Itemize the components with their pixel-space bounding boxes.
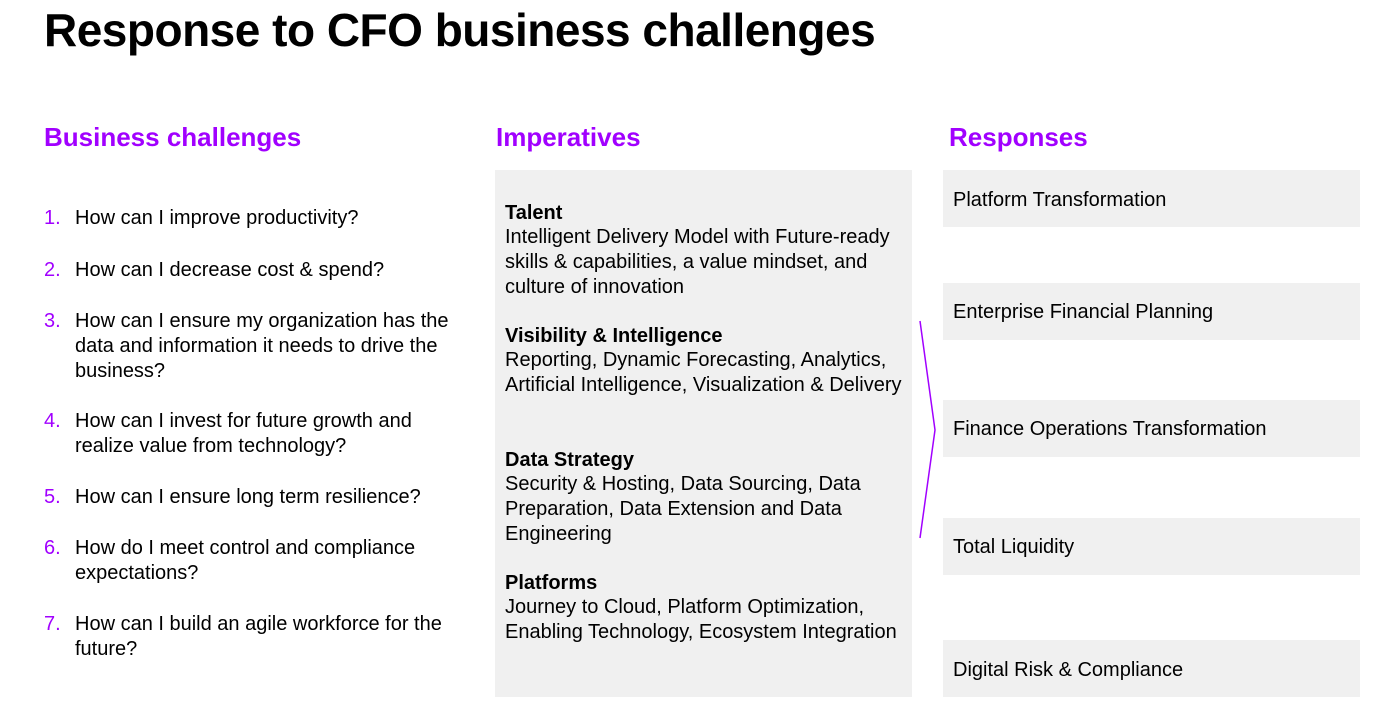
challenge-item: 4. How can I invest for future growth an… — [44, 409, 474, 459]
challenge-text: How can I ensure long term resilience? — [75, 486, 421, 508]
challenge-number: 7. — [44, 613, 61, 635]
challenge-number: 3. — [44, 310, 61, 332]
challenge-number: 2. — [44, 259, 61, 281]
imperative-description: Journey to Cloud, Platform Optimization,… — [505, 596, 897, 643]
challenge-item: 3. How can I ensure my organization has … — [44, 309, 474, 384]
challenge-text: How can I decrease cost & spend? — [75, 259, 385, 281]
imperatives-panel: Talent Intelligent Delivery Model with F… — [495, 170, 912, 697]
challenge-text: How can I invest for future growth and r… — [75, 410, 412, 457]
imperative-title: Talent — [505, 202, 563, 224]
imperative-block: Platforms Journey to Cloud, Platform Opt… — [505, 571, 905, 645]
challenge-text: How do I meet control and compliance exp… — [75, 537, 416, 584]
challenge-item: 1. How can I improve productivity? — [44, 206, 474, 231]
response-label: Digital Risk & Compliance — [953, 659, 1184, 681]
response-item: Finance Operations Transformation — [943, 400, 1360, 457]
response-item: Platform Transformation — [943, 170, 1360, 227]
challenge-number: 1. — [44, 207, 61, 229]
response-label: Enterprise Financial Planning — [953, 301, 1214, 323]
challenge-number: 4. — [44, 410, 61, 432]
imperative-title: Visibility & Intelligence — [505, 325, 723, 347]
imperative-block: Data Strategy Security & Hosting, Data S… — [505, 448, 905, 547]
challenge-text: How can I build an agile workforce for t… — [75, 613, 442, 660]
challenge-number: 6. — [44, 537, 61, 559]
challenges-heading: Business challenges — [44, 122, 302, 152]
challenge-item: 2. How can I decrease cost & spend? — [44, 258, 474, 283]
imperative-block: Talent Intelligent Delivery Model with F… — [505, 201, 905, 300]
response-item: Enterprise Financial Planning — [943, 283, 1360, 340]
challenge-item: 5. How can I ensure long term resilience… — [44, 485, 474, 510]
response-label: Total Liquidity — [953, 536, 1075, 558]
bracket-line — [919, 320, 936, 539]
challenge-item: 6. How do I meet control and compliance … — [44, 536, 474, 586]
response-label: Platform Transformation — [953, 189, 1167, 211]
imperative-title: Platforms — [505, 572, 598, 594]
response-label: Finance Operations Transformation — [953, 418, 1267, 440]
challenge-text: How can I improve productivity? — [75, 207, 359, 229]
imperative-description: Security & Hosting, Data Sourcing, Data … — [505, 473, 861, 545]
imperatives-heading: Imperatives — [496, 122, 641, 152]
challenge-number: 5. — [44, 486, 61, 508]
imperative-block: Visibility & Intelligence Reporting, Dyn… — [505, 324, 905, 398]
response-item: Total Liquidity — [943, 518, 1360, 575]
bracket-connector — [919, 320, 936, 539]
imperative-description: Reporting, Dynamic Forecasting, Analytic… — [505, 349, 902, 396]
page-title: Response to CFO business challenges — [44, 4, 876, 56]
response-item: Digital Risk & Compliance — [943, 640, 1360, 697]
imperative-description: Intelligent Delivery Model with Future-r… — [505, 226, 890, 298]
challenge-text: How can I ensure my organization has the… — [75, 310, 449, 382]
responses-heading: Responses — [949, 122, 1088, 152]
challenge-item: 7. How can I build an agile workforce fo… — [44, 612, 474, 662]
imperative-title: Data Strategy — [505, 449, 634, 471]
